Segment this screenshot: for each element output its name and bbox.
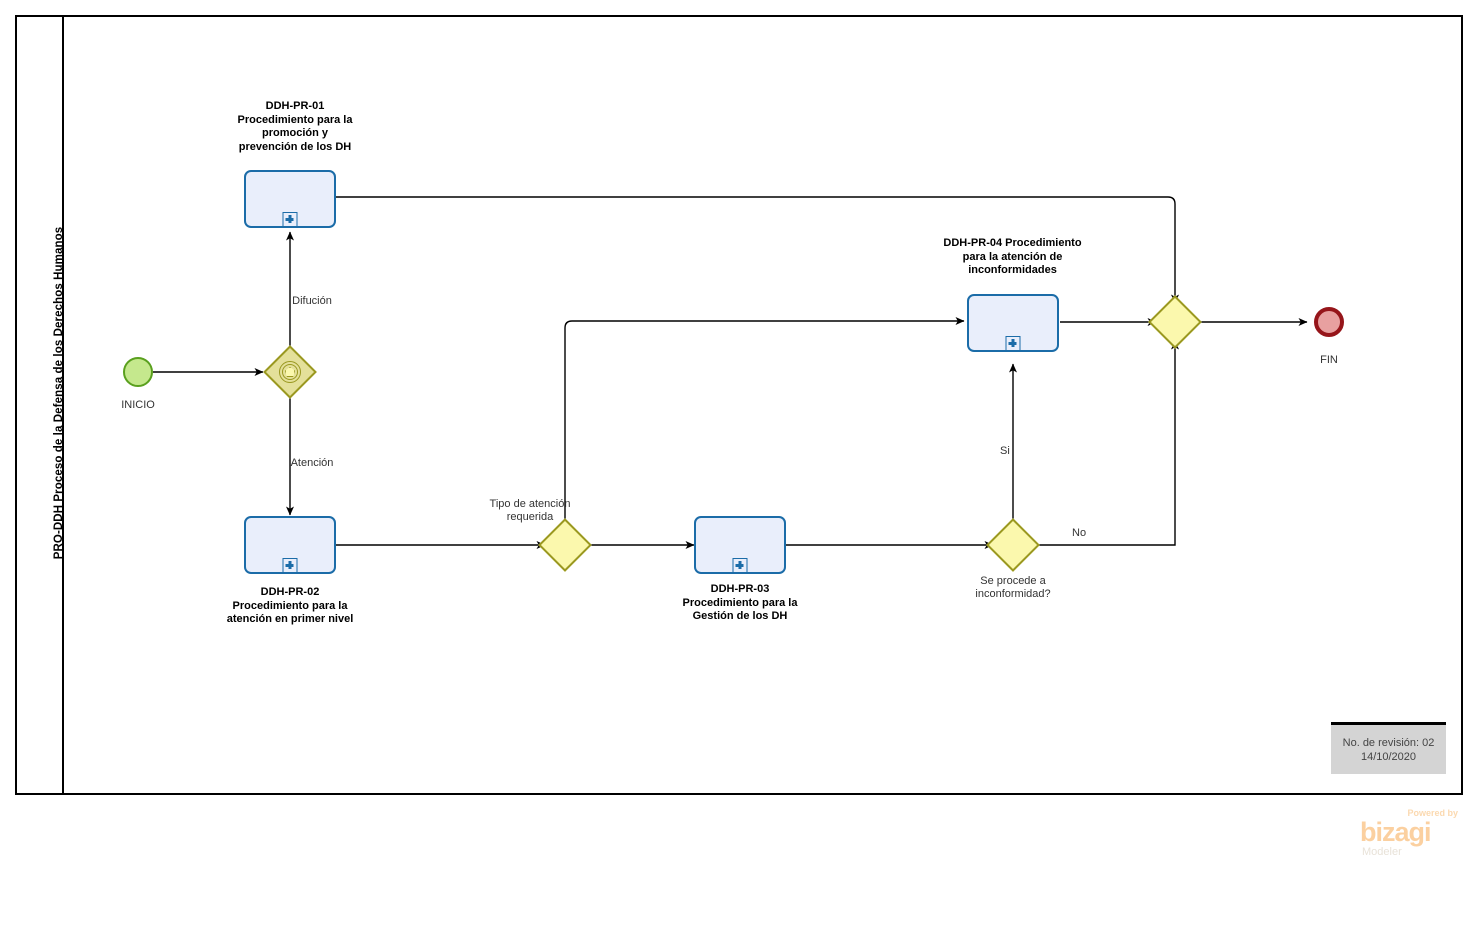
- event-gateway-inner-ring: [282, 364, 298, 380]
- gateway-tipo-atencion[interactable]: [538, 518, 592, 572]
- task-label-line-1: DDH-PR-04 Procedimiento: [943, 237, 1082, 249]
- task-label-ddh-pr-03: DDH-PR-03 Procedimiento para la Gestión …: [660, 583, 820, 624]
- gateway-event-based[interactable]: [263, 345, 317, 399]
- event-gateway-pentagon-icon: [285, 367, 295, 377]
- subprocess-plus-icon[interactable]: [1005, 336, 1021, 351]
- revision-date: 14/10/2020: [1360, 750, 1417, 763]
- gateway-label-inconformidad: Se procede a inconformidad?: [938, 575, 1088, 601]
- gateway-label-line-2: inconformidad?: [975, 588, 1051, 600]
- gateway-inconformidad[interactable]: [986, 518, 1040, 572]
- gateway-diamond: [538, 518, 592, 572]
- powered-by-label: Powered by: [1407, 808, 1458, 818]
- event-gateway-outer-ring: [279, 361, 301, 383]
- bizagi-branding: Powered by bizagi Modeler: [1360, 808, 1460, 860]
- gateway-label-line-1: Se procede a: [980, 575, 1046, 587]
- task-ddh-pr-04[interactable]: [967, 294, 1059, 352]
- task-label-ddh-pr-01: DDH-PR-01 Procedimiento para la promoció…: [205, 100, 385, 154]
- task-label-line-2: Procedimiento para la: [237, 113, 353, 126]
- task-label-line-2: Procedimiento para la: [232, 599, 348, 612]
- gateway-diamond: [1148, 295, 1202, 349]
- subprocess-plus-icon[interactable]: [282, 558, 298, 573]
- task-ddh-pr-03[interactable]: [694, 516, 786, 574]
- flow-label-difucion: Difución: [292, 295, 332, 307]
- bizagi-edition-label: Modeler: [1362, 846, 1402, 858]
- subprocess-plus-icon[interactable]: [732, 558, 748, 573]
- task-label-line-4: prevención de los DH: [238, 140, 352, 153]
- revision-number: No. de revisión: 02: [1342, 736, 1435, 749]
- flow-label-atencion: Atención: [290, 457, 334, 469]
- flow-label-si: Si: [1000, 445, 1010, 457]
- task-label-line-3: promoción y: [261, 127, 328, 139]
- end-event-label: FIN: [1320, 354, 1338, 366]
- task-ddh-pr-02[interactable]: [244, 516, 336, 574]
- task-label-line-2: Procedimiento para la: [682, 596, 798, 609]
- gateway-diamond: [986, 518, 1040, 572]
- start-event[interactable]: [123, 357, 153, 387]
- task-label-line-3: atención en primer nivel: [226, 613, 354, 625]
- gateway-label-tipo-atencion: Tipo de atención requerida: [450, 498, 610, 524]
- lane-title: PRO-DDH Proceso de la Defensa de los Der…: [53, 226, 65, 560]
- task-label-line-2: para la atención de: [962, 250, 1063, 263]
- task-label-line-1: DDH-PR-01: [265, 100, 325, 112]
- task-label-line-3: inconformidades: [968, 264, 1057, 276]
- gateway-merge[interactable]: [1148, 295, 1202, 349]
- end-event[interactable]: [1314, 307, 1344, 337]
- subprocess-plus-icon[interactable]: [282, 212, 298, 227]
- start-event-label: INICIO: [121, 399, 155, 411]
- task-label-ddh-pr-04: DDH-PR-04 Procedimiento para la atención…: [920, 237, 1105, 278]
- task-label-line-3: Gestión de los DH: [692, 610, 788, 622]
- flow-label-no: No: [1072, 527, 1087, 539]
- task-label-line-1: DDH-PR-02: [260, 586, 320, 598]
- gateway-label-line-2: requerida: [506, 511, 554, 523]
- gateway-label-line-1: Tipo de atención: [489, 498, 571, 510]
- task-label-line-1: DDH-PR-03: [710, 583, 770, 595]
- task-label-ddh-pr-02: DDH-PR-02 Procedimiento para la atención…: [200, 586, 380, 627]
- revision-box: No. de revisión: 02 14/10/2020: [1331, 722, 1446, 774]
- lane-header: PRO-DDH Proceso de la Defensa de los Der…: [15, 15, 65, 795]
- task-ddh-pr-01[interactable]: [244, 170, 336, 228]
- bizagi-logo-text: bizagi: [1360, 817, 1432, 847]
